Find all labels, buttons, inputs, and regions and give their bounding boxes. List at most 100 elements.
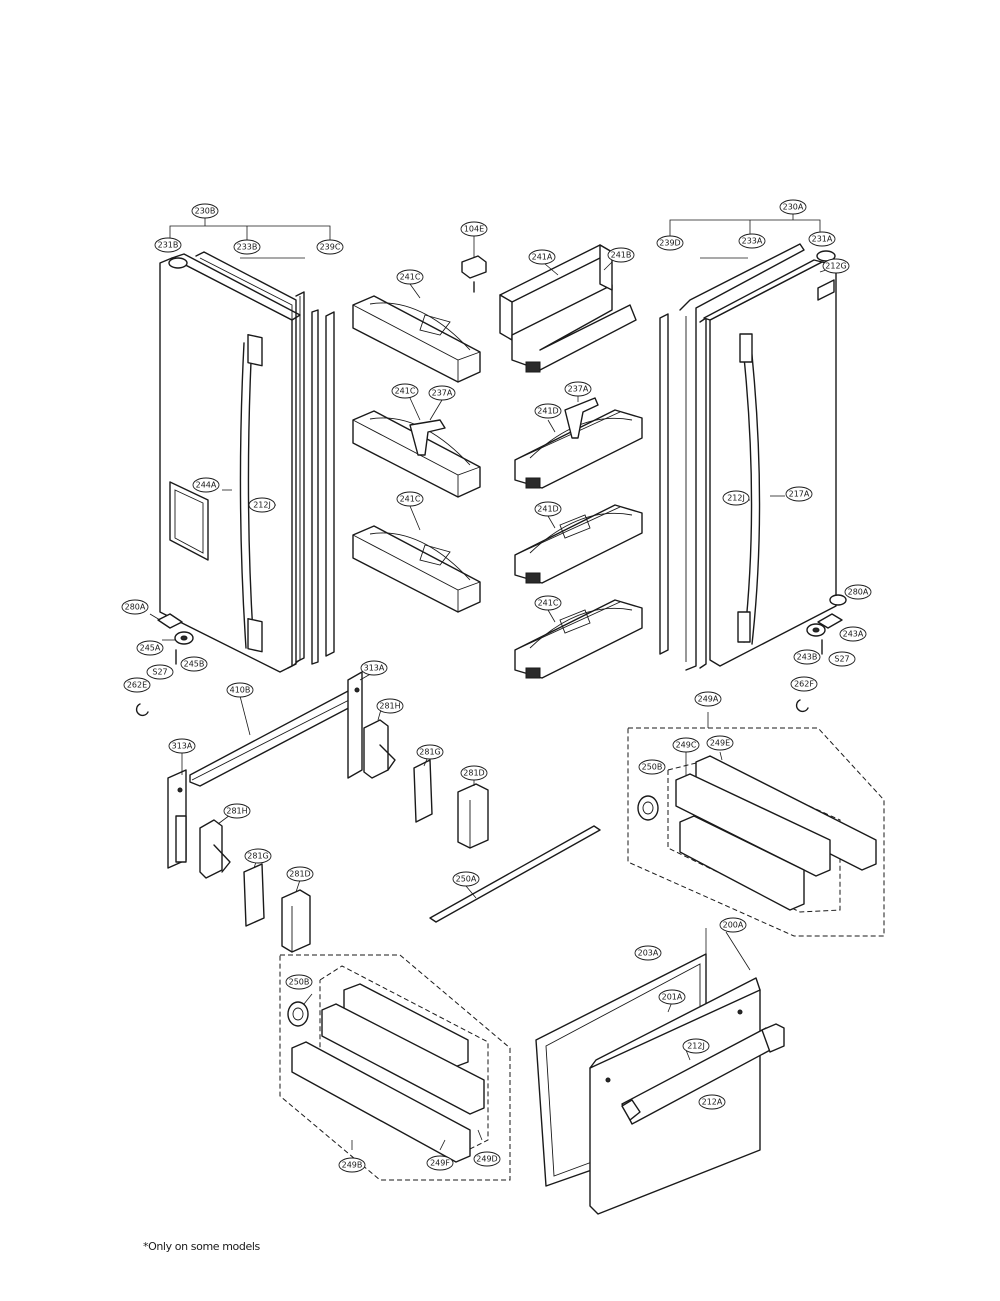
callout-200A: 200A [719, 917, 747, 933]
svg-text:212J: 212J [687, 1042, 705, 1051]
svg-text:280A: 280A [848, 588, 869, 597]
callout-280A-2: 280A [844, 584, 872, 600]
callout-212A: 212A [698, 1094, 726, 1110]
svg-text:231A: 231A [812, 235, 833, 244]
callout-281H-2: 281H [223, 803, 251, 819]
callout-241C-2: 241C [391, 383, 419, 399]
callout-212J-1: 212J [248, 497, 276, 513]
svg-text:239C: 239C [320, 243, 341, 252]
svg-text:243B: 243B [797, 653, 818, 662]
callout-241D-2: 241D [534, 501, 562, 517]
svg-text:245A: 245A [140, 644, 161, 653]
svg-text:250A: 250A [456, 875, 477, 884]
callout-249A: 249A [694, 691, 722, 707]
drawer-rail-assembly [167, 671, 601, 953]
svg-text:281H: 281H [379, 702, 400, 711]
lower-right-hinge [795, 594, 847, 713]
svg-text:237A: 237A [432, 389, 453, 398]
callout-212G: 212G [822, 258, 850, 274]
callout-280A-1: 280A [121, 599, 149, 615]
callout-237A-2: 237A [564, 381, 592, 397]
callout-241C-4: 241C [534, 595, 562, 611]
callout-245B: 245B [180, 656, 208, 672]
svg-text:281D: 281D [289, 870, 310, 879]
svg-text:250B: 250B [289, 978, 310, 987]
svg-text:249D: 249D [476, 1155, 497, 1164]
callout-249D: 249D [473, 1151, 501, 1167]
bin-right-3 [514, 599, 643, 679]
callout-239D: 239D [656, 235, 684, 251]
callout-250B-2: 250B [285, 974, 313, 990]
svg-text:262E: 262E [127, 681, 147, 690]
svg-text:243A: 243A [843, 630, 864, 639]
svg-text:241D: 241D [537, 407, 558, 416]
svg-text:244A: 244A [196, 481, 217, 490]
callouts: 230B 231B 233B 239C 104E 241A 241B 241C … [121, 199, 872, 1173]
svg-text:241B: 241B [611, 251, 632, 260]
svg-text:281D: 281D [463, 769, 484, 778]
svg-text:212G: 212G [825, 262, 846, 271]
freezer-drawer-door [535, 928, 785, 1215]
callout-241A: 241A [528, 249, 556, 265]
door-bins [352, 236, 643, 679]
svg-text:410B: 410B [230, 686, 251, 695]
svg-text:249B: 249B [342, 1161, 363, 1170]
svg-text:249C: 249C [676, 741, 697, 750]
callout-239C: 239C [316, 239, 344, 255]
callout-281D-1: 281D [460, 765, 488, 781]
svg-text:249F: 249F [430, 1159, 450, 1168]
svg-text:201A: 201A [662, 993, 683, 1002]
svg-text:313A: 313A [364, 664, 385, 673]
callout-241C-1: 241C [396, 269, 424, 285]
callout-243A: 243A [839, 626, 867, 642]
svg-text:212J: 212J [727, 494, 745, 503]
callout-241B: 241B [607, 247, 635, 263]
svg-text:203A: 203A [638, 949, 659, 958]
callout-231B: 231B [154, 237, 182, 253]
svg-text:230A: 230A [783, 203, 804, 212]
callout-241C-3: 241C [396, 491, 424, 507]
svg-text:237A: 237A [568, 385, 589, 394]
svg-text:313A: 313A [172, 742, 193, 751]
svg-text:233B: 233B [237, 243, 258, 252]
bin-right-top [499, 244, 637, 373]
callout-250A: 250A [452, 871, 480, 887]
callout-217A: 217A [785, 486, 813, 502]
svg-text:212A: 212A [702, 1098, 723, 1107]
right-door-assembly [659, 212, 837, 671]
svg-text:281G: 281G [419, 748, 440, 757]
callout-281G-2: 281G [244, 848, 272, 864]
svg-text:230B: 230B [195, 207, 216, 216]
callout-230B: 230B [191, 203, 219, 219]
callout-212J-3: 212J [682, 1038, 710, 1054]
svg-text:245B: 245B [184, 660, 205, 669]
svg-text:241C: 241C [538, 599, 559, 608]
svg-text:281G: 281G [247, 852, 268, 861]
bin-left-3 [352, 525, 481, 613]
svg-text:200A: 200A [723, 921, 744, 930]
callout-231A: 231A [808, 231, 836, 247]
callout-281H-1: 281H [376, 698, 404, 714]
svg-text:241D: 241D [537, 505, 558, 514]
svg-text:241C: 241C [395, 387, 416, 396]
bin-left-2 [352, 410, 481, 498]
callout-233A: 233A [738, 233, 766, 249]
svg-text:262F: 262F [794, 680, 814, 689]
svg-text:217A: 217A [789, 490, 810, 499]
slide-kit-upper [627, 712, 885, 937]
svg-text:239D: 239D [659, 239, 680, 248]
callout-313A-2: 313A [168, 738, 196, 754]
callout-249C: 249C [672, 737, 700, 753]
lower-left-hinge [135, 613, 194, 717]
callout-244A: 244A [192, 477, 220, 493]
svg-text:212J: 212J [253, 501, 271, 510]
callout-281D-2: 281D [286, 866, 314, 882]
svg-text:249A: 249A [698, 695, 719, 704]
callout-243B: 243B [793, 649, 821, 665]
callout-281G-1: 281G [416, 744, 444, 760]
svg-text:241C: 241C [400, 495, 421, 504]
svg-text:241A: 241A [532, 253, 553, 262]
callout-250B-1: 250B [638, 759, 666, 775]
callout-104E: 104E [460, 221, 488, 237]
